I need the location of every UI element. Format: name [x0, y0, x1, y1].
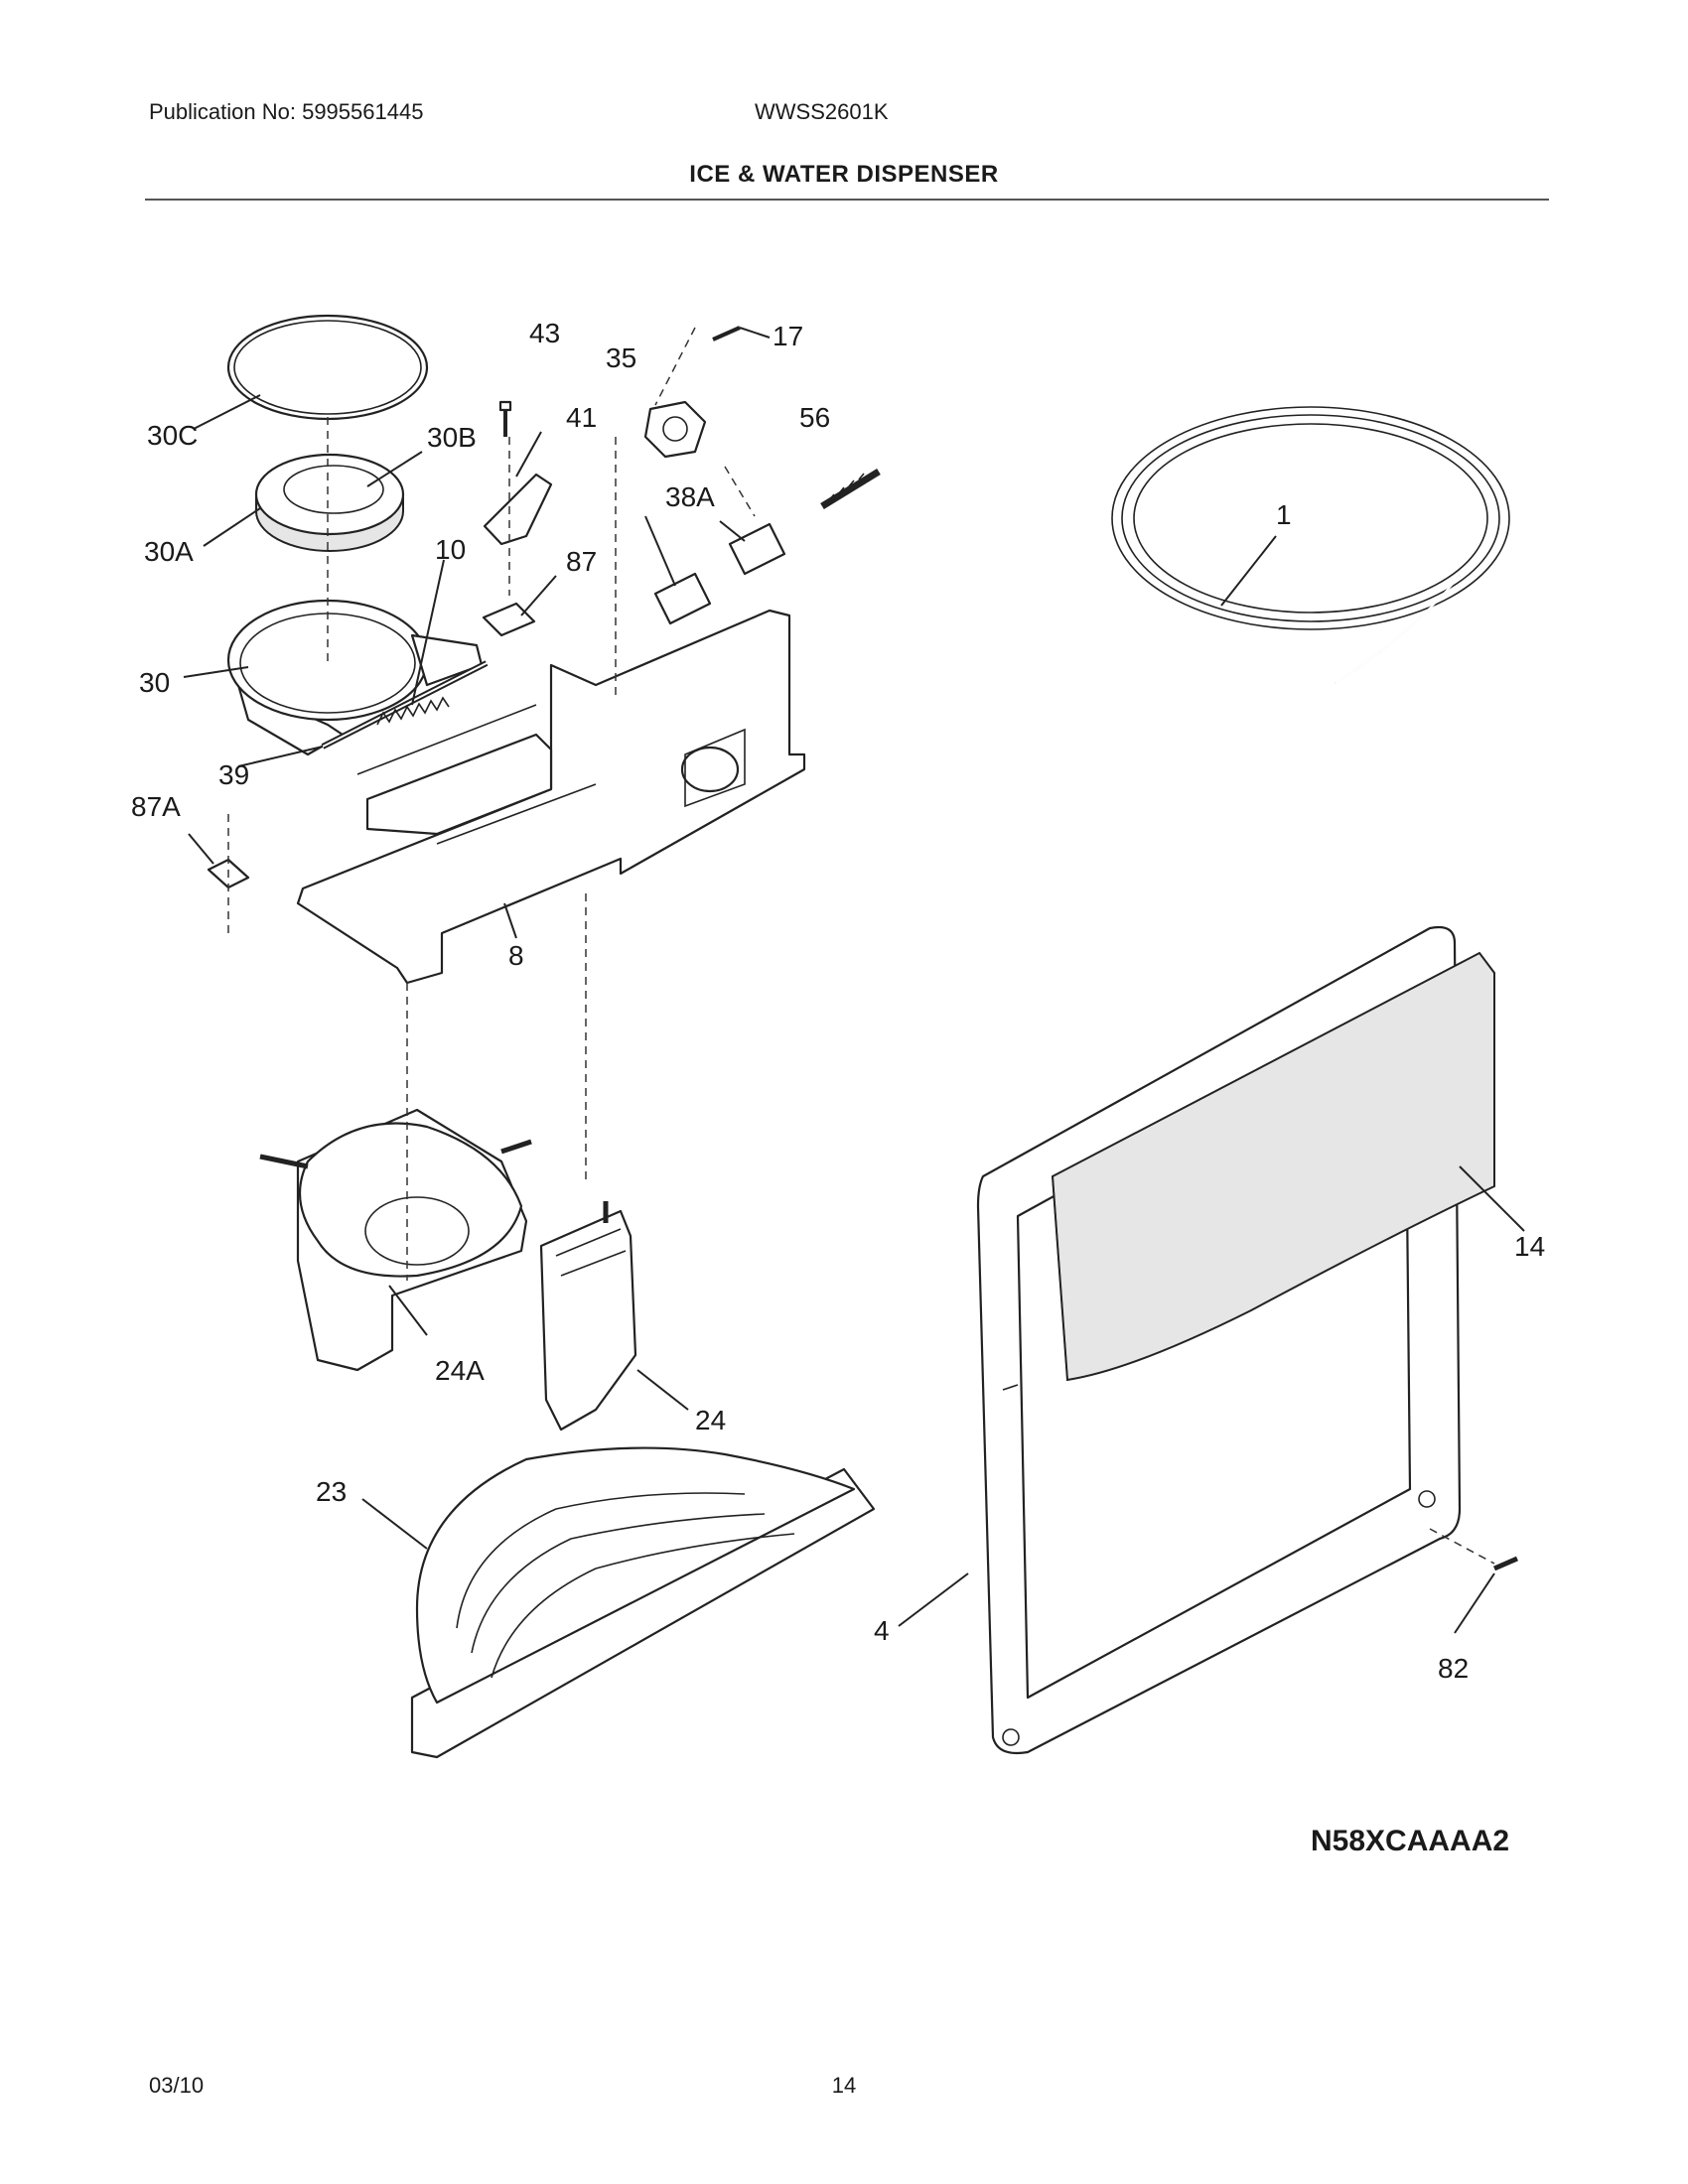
part-8-housing	[296, 609, 806, 985]
model-number: WWSS2601K	[755, 99, 889, 124]
callout-4: 4	[874, 1615, 890, 1646]
callout-87a: 87A	[131, 791, 181, 822]
callout-30c: 30C	[147, 420, 198, 451]
callout-41: 41	[566, 402, 597, 433]
figure-code: N58XCAAAA2	[1311, 1825, 1510, 1857]
part-17-screw	[712, 326, 741, 341]
callout-1: 1	[1276, 499, 1292, 530]
header-rule	[145, 199, 1549, 201]
part-24a-ice-chute	[259, 1108, 532, 1372]
part-87-pad	[482, 602, 536, 637]
callout-30: 30	[139, 667, 170, 698]
callout-30b: 30B	[427, 422, 477, 453]
callout-39: 39	[218, 759, 249, 790]
part-38a-switches	[653, 522, 786, 625]
assembly-dashed-lines	[227, 327, 1495, 1565]
part-1-tubing	[1111, 406, 1510, 684]
part-30a-disc	[254, 453, 405, 552]
callout-56: 56	[799, 402, 830, 433]
part-56-bolt	[820, 469, 881, 509]
callout-17: 17	[773, 321, 803, 351]
part-82-screw	[1493, 1556, 1518, 1571]
callout-10: 10	[435, 534, 466, 565]
callout-35: 35	[606, 342, 636, 373]
part-43-screw	[498, 400, 512, 437]
callout-38a: 38A	[665, 481, 715, 512]
publication-number: Publication No: 5995561445	[149, 99, 424, 124]
callout-24: 24	[695, 1405, 726, 1435]
page-title: ICE & WATER DISPENSER	[689, 161, 999, 188]
part-41-clip	[483, 473, 553, 546]
callout-82: 82	[1438, 1653, 1469, 1684]
part-35-bracket	[643, 400, 707, 459]
callout-labels: 43 35 17 56 41 30C 30B 38A 30A 10 87 30 …	[131, 318, 1545, 1684]
callout-leader-lines	[183, 327, 1525, 1634]
callout-43: 43	[529, 318, 560, 348]
part-23-drip-tray	[410, 1446, 876, 1759]
part-14-trim-panel	[1051, 951, 1495, 1382]
callout-14: 14	[1514, 1231, 1545, 1262]
part-30c-ring	[226, 314, 429, 421]
callout-8: 8	[508, 940, 524, 971]
footer-date: 03/10	[149, 2073, 205, 2098]
callout-24a: 24A	[435, 1355, 485, 1386]
page-number: 14	[831, 2073, 857, 2098]
part-39-rod	[321, 660, 489, 750]
callout-30a: 30A	[144, 536, 194, 567]
callout-87: 87	[566, 546, 597, 577]
part-24-water-chute	[539, 1201, 637, 1432]
callout-23: 23	[316, 1476, 347, 1507]
